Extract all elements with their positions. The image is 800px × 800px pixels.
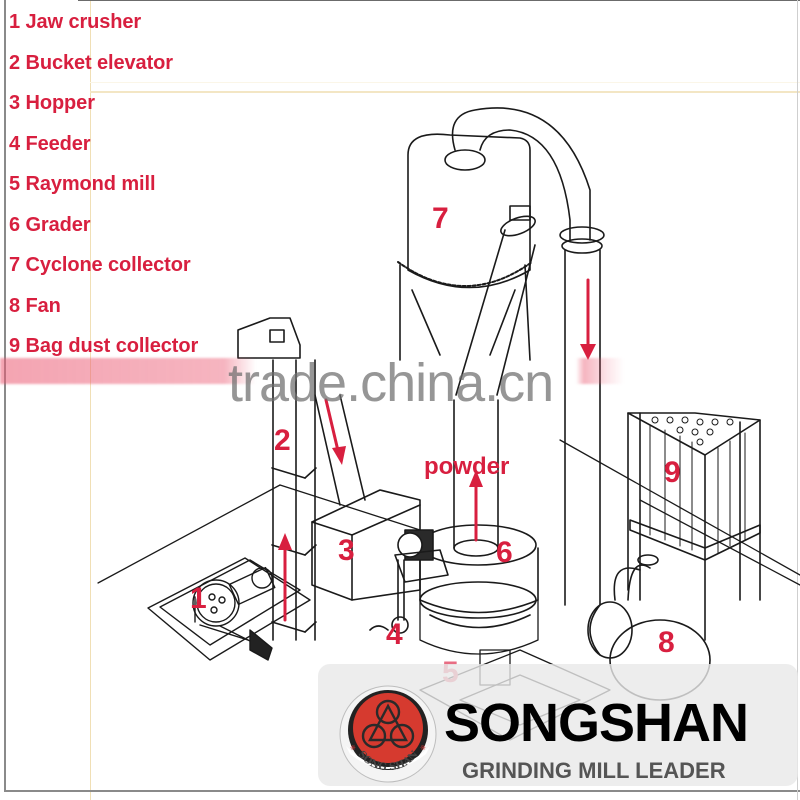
- callout-cyclone-collector: 7: [432, 202, 449, 235]
- callout-jaw-crusher: 1: [190, 582, 207, 615]
- legend-item-hopper: 3 Hopper: [9, 92, 95, 114]
- legend-item-bucket-elevator: 2 Bucket elevator: [9, 51, 173, 74]
- legend-item-jaw-crusher: 1 Jaw crusher: [9, 11, 142, 33]
- callout-feeder: 4: [386, 618, 403, 651]
- callout-bag-dust-collector: 9: [664, 456, 681, 489]
- flow-arrows: [278, 278, 596, 622]
- component-legend: 1 Jaw crusher 2 Bucket elevator 3 Hopper…: [9, 6, 237, 371]
- svg-text:※: ※: [350, 745, 356, 752]
- frame-bottom-border: [4, 790, 800, 792]
- brand-name: SONGSHAN: [444, 693, 749, 753]
- raymond-mill: [369, 399, 539, 655]
- brand-tagline: GRINDING MILL LEADER: [462, 758, 726, 783]
- guide-line-vertical: [90, 0, 91, 800]
- bag-dust-collector: [627, 412, 761, 641]
- legend-item-cyclone-collector: 7 Cyclone collector: [9, 254, 191, 276]
- legend-item-grader: 6 Grader: [9, 213, 91, 236]
- jaw-crusher: [147, 557, 311, 661]
- frame-left-border: [4, 0, 6, 792]
- svg-text:※: ※: [420, 745, 426, 752]
- watermark-text: trade.china.cn: [228, 353, 554, 413]
- watermark-band: [0, 358, 800, 384]
- guide-line-horizontal-faint: [90, 82, 800, 83]
- frame-top-border: [78, 0, 800, 1]
- legend-item-fan: 8 Fan: [9, 294, 61, 317]
- callout-grader: 6: [496, 536, 513, 569]
- callout-hopper: 3: [338, 534, 355, 567]
- frame-right-border: [797, 0, 798, 800]
- legend-item-feeder: 4 Feeder: [9, 132, 91, 155]
- flow-label-powder: powder: [424, 453, 510, 480]
- legend-item-bag-dust-collector: 9 Bag dust collector: [9, 335, 199, 357]
- callout-bucket-elevator: 2: [274, 424, 291, 457]
- songshan-logo-icon: SONG SHAN ※ ※: [339, 685, 437, 783]
- fan: [587, 554, 711, 701]
- legend-item-raymond-mill: 5 Raymond mill: [9, 173, 156, 195]
- bucket-elevator: [237, 317, 366, 641]
- guide-line-horizontal: [90, 91, 800, 93]
- callout-fan: 8: [658, 626, 675, 659]
